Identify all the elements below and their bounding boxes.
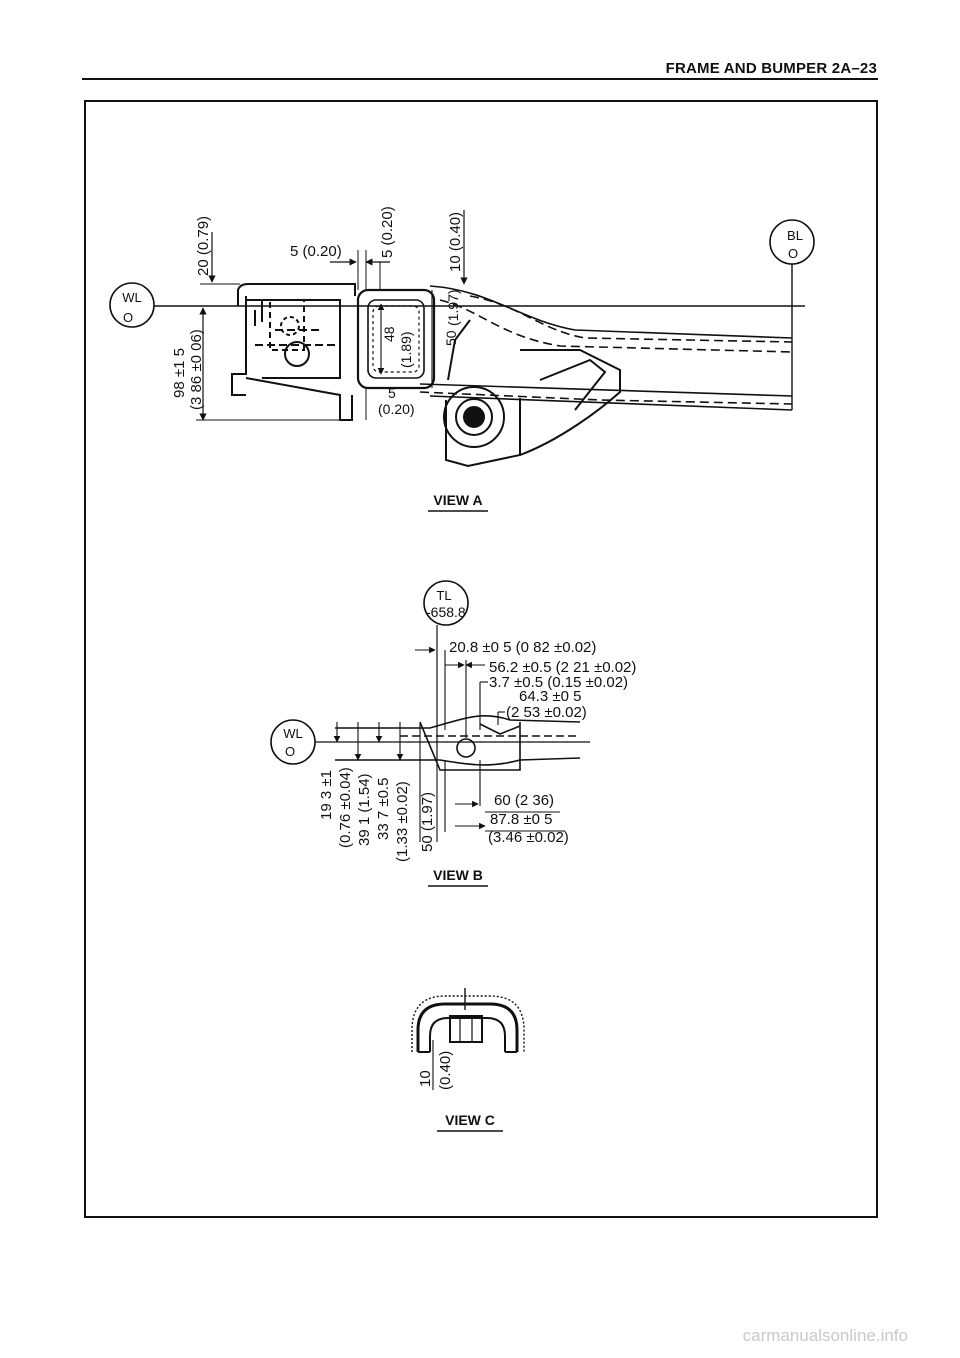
view-a-dim-50-label: 50 [443, 330, 459, 346]
view-a-bl-label: BL [787, 228, 803, 243]
view-b: TL -658.8 WL O [270, 580, 636, 887]
view-b-caption: VIEW B [433, 867, 483, 883]
view-c-caption: VIEW C [445, 1112, 495, 1128]
view-b-wl-value: O [285, 744, 295, 759]
view-b-dim-19-3: 19 3 ±1 [318, 770, 335, 820]
page-header: FRAME AND BUMPER 2A–23 [0, 0, 960, 80]
view-a-caption: VIEW A [433, 492, 482, 508]
drawing-frame [84, 100, 878, 1218]
view-b-tl-label: TL [436, 588, 451, 603]
view-a-bl-value: O [788, 246, 798, 261]
view-b-dim-64-3: 64.3 ±0 5 [519, 688, 581, 705]
view-b-dim-33-7-inch: (1.33 ±0.02) [394, 781, 411, 862]
view-c-bracket [411, 988, 525, 1053]
page-title: FRAME AND BUMPER 2A–23 [665, 60, 877, 77]
view-b-left-leaders [333, 722, 438, 842]
view-a-dim-50: 50 (1.97) [431, 289, 461, 388]
view-a-dim-5v-label: 5 (0.20) [379, 206, 396, 258]
view-b-dim-64-3-inch: (2 53 ±0.02) [506, 704, 587, 721]
view-b-tl-marker: TL -658.8 [423, 580, 469, 760]
view-a-bl-marker: BL O [769, 219, 815, 410]
view-a-dim-5h-label: 5 (0.20) [290, 243, 342, 260]
view-a-bumper-bracket [231, 283, 356, 421]
view-b-dim-39-1: 39 1 (1.54) [356, 773, 373, 846]
view-c-dim-10: 10 [417, 1070, 434, 1087]
view-a-dim-98-label: 98 ±1 5 [171, 348, 188, 398]
view-a: WL O BL O [109, 206, 815, 512]
view-b-dim-33-7: 33 7 ±0.5 [375, 778, 392, 840]
view-a-dim-5-vertical: 5 (0.20) [379, 206, 396, 290]
view-b-dim-19-3-inch: (0.76 ±0.04) [337, 767, 354, 848]
view-b-frame [335, 715, 581, 771]
view-a-dim-10-label: 10 (0.40) [447, 212, 464, 272]
view-b-tl-value: -658.8 [426, 604, 466, 620]
view-a-frame-rail [419, 285, 793, 411]
watermark: carmanualsonline.info [742, 1326, 908, 1345]
view-a-dim-48-label: 48 [381, 326, 397, 342]
view-a-wl-value: O [123, 310, 133, 325]
view-b-top-leaders [415, 646, 505, 738]
view-a-dim-5b-label: 5 [388, 385, 396, 401]
view-a-dim-10: 10 (0.40) [447, 210, 468, 285]
view-a-wl-marker: WL O [109, 282, 155, 328]
view-a-dim-20-label: 20 (0.79) [195, 216, 212, 276]
view-a-crossmember [356, 288, 436, 390]
view-a-dim-98-inch-label: (3 86 ±0 06) [188, 329, 205, 410]
view-a-dim-98: 98 ±1 5 (3 86 ±0 06) [171, 307, 350, 421]
view-c-dim-10-inch: (0.40) [437, 1051, 454, 1090]
view-a-dim-48: 48 (1.89) [377, 303, 414, 375]
view-a-wl-label: WL [122, 290, 142, 305]
view-a-dim-20: 20 (0.79) [195, 216, 240, 285]
view-a-dim-5-horizontal: 5 (0.20) [290, 243, 390, 290]
header-rule [82, 78, 878, 80]
view-c: 10 (0.40) VIEW C [411, 988, 525, 1132]
view-b-wl-label: WL [283, 726, 303, 741]
view-a-dim-48-inch-label: (1.89) [398, 331, 414, 368]
view-a-spring-eye [443, 319, 621, 468]
view-b-dim-50: 50 (1.97) [419, 792, 436, 852]
view-b-dim-3-7: 3.7 ±0.5 (0.15 ±0.02) [489, 674, 628, 691]
view-b-dim-56-2: 56.2 ±0.5 (2 21 ±0.02) [489, 659, 636, 676]
view-a-dim-50-inch-label: (1.97) [445, 289, 461, 326]
view-b-dim-60: 60 (2 36) [494, 792, 554, 809]
view-b-bottom-leaders [444, 760, 565, 832]
view-b-dim-87-8-inch: (3.46 ±0.02) [488, 829, 569, 846]
view-b-wl-marker: WL O [270, 719, 590, 765]
view-b-dim-20-8: 20.8 ±0 5 (0 82 ±0.02) [449, 639, 596, 656]
view-b-dim-87-8: 87.8 ±0 5 [490, 811, 552, 828]
view-a-dim-5b-inch-label: (0.20) [378, 401, 415, 417]
view-a-dim-5-bottom: 5 (0.20) [365, 385, 415, 420]
